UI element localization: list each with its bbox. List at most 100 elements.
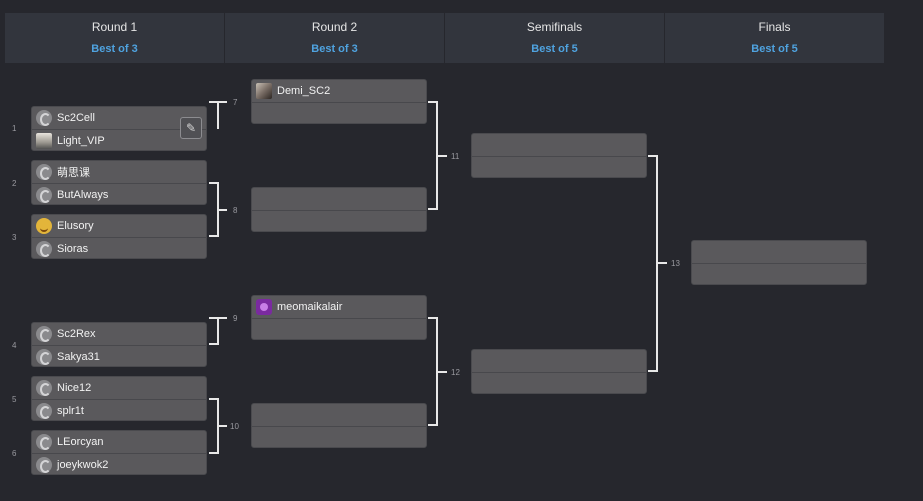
player-name: Sc2Rex bbox=[57, 328, 96, 340]
player-slot[interactable]: Nice12 bbox=[32, 377, 206, 399]
player-slot-empty[interactable] bbox=[252, 210, 426, 233]
match-number: 13 bbox=[671, 259, 680, 268]
edit-icon[interactable]: ✎ bbox=[180, 117, 202, 139]
player-name: Elusory bbox=[57, 220, 94, 232]
player-avatar-icon bbox=[256, 83, 272, 99]
round-name: Semifinals bbox=[526, 19, 583, 34]
match-number: 12 bbox=[451, 368, 460, 377]
round-best-of[interactable]: Best of 5 bbox=[531, 42, 578, 55]
player-name: 萌思课 bbox=[57, 167, 90, 179]
match-7[interactable]: Demi_SC2 bbox=[251, 79, 427, 124]
player-slot-empty[interactable] bbox=[252, 318, 426, 341]
match-number: 7 bbox=[233, 98, 238, 107]
match-number: 3 bbox=[12, 233, 17, 242]
connector-line bbox=[428, 101, 437, 103]
player-slot-empty[interactable] bbox=[252, 102, 426, 125]
connector-line bbox=[219, 101, 227, 103]
player-slot[interactable]: Demi_SC2 bbox=[252, 80, 426, 102]
player-name: splr1t bbox=[57, 405, 84, 417]
connector-line bbox=[219, 317, 227, 319]
match-number: 2 bbox=[12, 179, 17, 188]
match-5[interactable]: Nice12 splr1t bbox=[31, 376, 207, 421]
player-slot[interactable]: Sc2Cell bbox=[32, 107, 206, 129]
player-slot-empty[interactable] bbox=[472, 350, 646, 372]
match-12[interactable] bbox=[471, 349, 647, 394]
match-3[interactable]: Elusory Sioras bbox=[31, 214, 207, 259]
connector-line bbox=[219, 209, 227, 211]
player-slot-empty[interactable] bbox=[252, 188, 426, 210]
player-slot[interactable]: Sc2Rex bbox=[32, 323, 206, 345]
connector-line bbox=[438, 155, 447, 157]
match-number: 9 bbox=[233, 314, 238, 323]
player-slot[interactable]: Elusory bbox=[32, 215, 206, 237]
player-slot-empty[interactable] bbox=[692, 241, 866, 263]
match-6[interactable]: LEorcyan joeykwok2 bbox=[31, 430, 207, 475]
match-1[interactable]: Sc2Cell Light_VIP ✎ bbox=[31, 106, 207, 151]
player-slot-empty[interactable] bbox=[472, 134, 646, 156]
player-slot[interactable]: splr1t bbox=[32, 399, 206, 422]
player-slot[interactable]: meomaikalair bbox=[252, 296, 426, 318]
terran-race-icon bbox=[36, 457, 52, 473]
connector-line bbox=[648, 370, 657, 372]
player-slot[interactable]: Sakya31 bbox=[32, 345, 206, 368]
terran-race-icon bbox=[36, 326, 52, 342]
player-avatar-icon bbox=[256, 299, 272, 315]
player-slot[interactable]: LEorcyan bbox=[32, 431, 206, 453]
smiley-avatar-icon bbox=[36, 218, 52, 234]
player-slot[interactable]: ButAlways bbox=[32, 183, 206, 206]
round-name: Round 1 bbox=[91, 19, 138, 34]
round-best-of[interactable]: Best of 3 bbox=[91, 42, 138, 55]
terran-race-icon bbox=[36, 380, 52, 396]
player-slot-empty[interactable] bbox=[692, 263, 866, 286]
terran-race-icon bbox=[36, 110, 52, 126]
round-name: Finals bbox=[758, 19, 791, 34]
match-10[interactable] bbox=[251, 403, 427, 448]
connector-line bbox=[209, 182, 218, 184]
round-best-of[interactable]: Best of 5 bbox=[751, 42, 798, 55]
connector-line bbox=[658, 262, 667, 264]
player-name: joeykwok2 bbox=[57, 459, 109, 471]
connector-line bbox=[656, 155, 658, 372]
connector-line bbox=[209, 317, 218, 319]
player-name: Demi_SC2 bbox=[277, 85, 331, 97]
player-slot-empty[interactable] bbox=[472, 372, 646, 395]
player-name: ButAlways bbox=[57, 189, 109, 201]
connector-line bbox=[217, 182, 219, 237]
player-avatar-icon bbox=[36, 133, 52, 149]
connector-line bbox=[428, 424, 437, 426]
connector-line bbox=[217, 398, 219, 454]
player-slot-empty[interactable] bbox=[252, 404, 426, 426]
player-name: Sioras bbox=[57, 243, 89, 255]
player-name: Sc2Cell bbox=[57, 112, 95, 124]
match-8[interactable] bbox=[251, 187, 427, 232]
player-name: LEorcyan bbox=[57, 436, 104, 448]
connector-line bbox=[436, 317, 438, 426]
connector-line bbox=[428, 208, 437, 210]
round-header-semifinals: Semifinals Best of 5 bbox=[445, 13, 665, 63]
player-slot[interactable]: joeykwok2 bbox=[32, 453, 206, 476]
match-number: 10 bbox=[230, 422, 239, 431]
connector-line bbox=[209, 452, 218, 454]
round-best-of[interactable]: Best of 3 bbox=[311, 42, 358, 55]
player-slot-empty[interactable] bbox=[252, 426, 426, 449]
match-number: 8 bbox=[233, 206, 238, 215]
connector-line bbox=[217, 317, 219, 345]
player-name: meomaikalair bbox=[277, 301, 343, 313]
player-slot-empty[interactable] bbox=[472, 156, 646, 179]
player-name: Sakya31 bbox=[57, 351, 100, 363]
round-header-round-2: Round 2 Best of 3 bbox=[225, 13, 445, 63]
match-11[interactable] bbox=[471, 133, 647, 178]
terran-race-icon bbox=[36, 403, 52, 419]
match-2[interactable]: 萌思课 ButAlways bbox=[31, 160, 207, 205]
connector-line bbox=[209, 398, 218, 400]
terran-race-icon bbox=[36, 349, 52, 365]
match-number: 1 bbox=[12, 124, 17, 133]
match-9[interactable]: meomaikalair bbox=[251, 295, 427, 340]
round-name: Round 2 bbox=[311, 19, 358, 34]
player-slot[interactable]: Sioras bbox=[32, 237, 206, 260]
player-slot[interactable]: Light_VIP bbox=[32, 129, 206, 152]
match-4[interactable]: Sc2Rex Sakya31 bbox=[31, 322, 207, 367]
bracket-header: Round 1 Best of 3 Round 2 Best of 3 Semi… bbox=[5, 13, 884, 63]
player-slot[interactable]: 萌思课 bbox=[32, 161, 206, 183]
match-13[interactable] bbox=[691, 240, 867, 285]
